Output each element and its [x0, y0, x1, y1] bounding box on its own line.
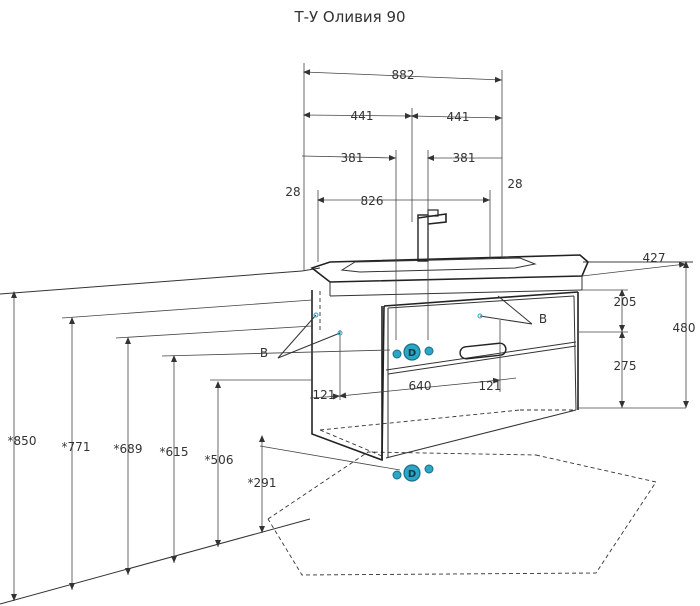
- dim-640: 640: [409, 379, 432, 393]
- dim-615: *615: [160, 445, 189, 459]
- dim-826: 826: [361, 194, 384, 208]
- dim-882: 882: [392, 68, 415, 82]
- dim-381-left: 381: [341, 151, 364, 165]
- dim-689: *689: [114, 442, 143, 456]
- dim-28-left: 28: [285, 185, 300, 199]
- right-dimensions: 427 205 275 480: [578, 251, 696, 409]
- drawing-title: Т-У Оливия 90: [293, 8, 405, 26]
- dim-205: 205: [614, 295, 637, 309]
- drain-label-wall: D: [408, 348, 416, 359]
- dim-427: 427: [643, 251, 666, 265]
- dim-28-right: 28: [507, 177, 522, 191]
- lower-dimensions: 121 640 121: [309, 320, 517, 402]
- dim-480: 480: [673, 321, 696, 335]
- dim-381-right: 381: [453, 151, 476, 165]
- faucet: [417, 209, 447, 262]
- marker-b-left: B: [260, 346, 268, 360]
- dim-275: 275: [614, 359, 637, 373]
- marker-b-right: B: [539, 312, 547, 326]
- dim-291: *291: [248, 476, 277, 490]
- b-markers: B B: [260, 295, 547, 360]
- connection-points-wall: D: [392, 343, 434, 361]
- drain-label-floor: D: [408, 469, 416, 480]
- dim-441-right: 441: [447, 110, 470, 124]
- connection-points-floor: D: [392, 464, 434, 482]
- dim-506: *506: [205, 453, 234, 467]
- height-dimensions: *850 *771 *689 *615 *506 *291: [8, 291, 401, 601]
- dim-121-right: 121: [479, 379, 502, 393]
- wall-outline: [0, 261, 693, 605]
- dim-121-left: 121: [313, 388, 336, 402]
- top-dimensions: 882 441 441 381 381 826 28 28: [285, 63, 523, 340]
- dim-771: *771: [62, 440, 91, 454]
- basin: [310, 254, 589, 297]
- dim-441-left: 441: [351, 109, 374, 123]
- dim-850: *850: [8, 434, 37, 448]
- floor-outline: [267, 451, 657, 576]
